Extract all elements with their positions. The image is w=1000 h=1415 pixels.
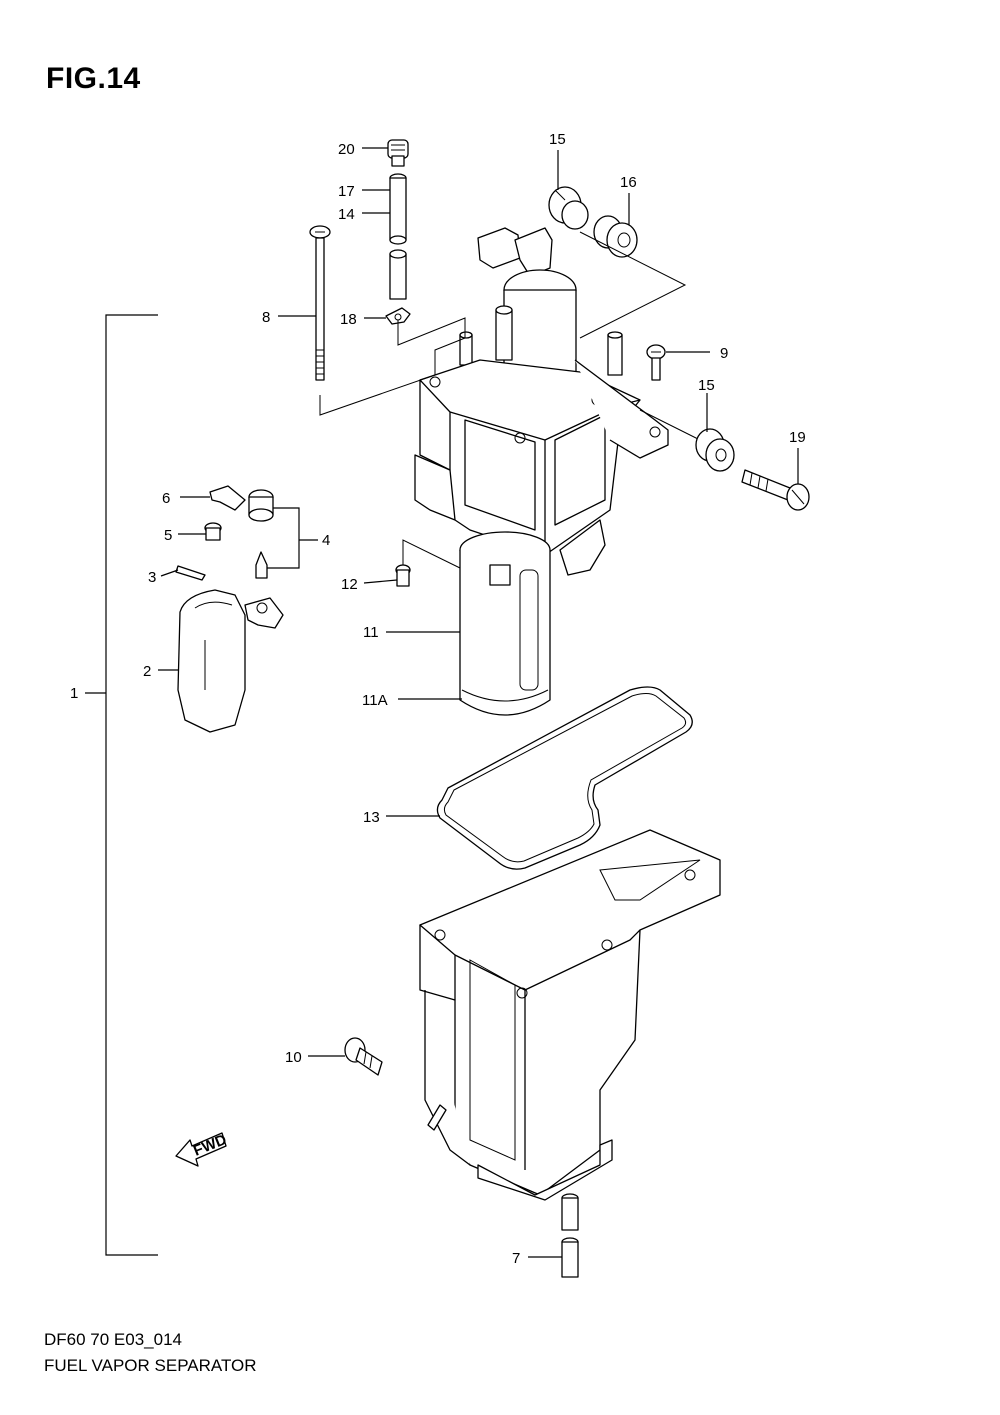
figure-code: DF60 70 E03_014 (44, 1330, 182, 1349)
part-5-screw-small[interactable] (204, 522, 222, 541)
callout-2: 2 (143, 663, 151, 680)
callout-6: 6 (162, 490, 170, 507)
part-4-needle-valve[interactable] (248, 489, 300, 579)
part-17-14-tube[interactable] (389, 173, 407, 300)
callout-labels: 20 17 14 15 16 8 18 9 15 19 6 5 4 3 12 1… (70, 131, 806, 1267)
part-19-bolt[interactable] (741, 469, 810, 511)
callout-16: 16 (620, 174, 637, 191)
part-7-dowel-pins[interactable] (561, 1193, 579, 1278)
callout-15-right: 15 (698, 377, 715, 394)
fwd-label: FWD (191, 1131, 229, 1160)
group-1-bracket (85, 314, 158, 1256)
callout-17: 17 (338, 183, 355, 200)
callout-14: 14 (338, 206, 355, 223)
part-12-screw[interactable] (395, 539, 461, 587)
callout-20: 20 (338, 141, 355, 158)
figure-title: FIG.14 (46, 62, 141, 95)
part-16-rubber[interactable] (593, 215, 638, 258)
part-9-screw[interactable] (646, 344, 710, 381)
callout-11a: 11A (362, 692, 388, 709)
callout-7: 7 (512, 1250, 520, 1267)
part-20-screw[interactable] (387, 139, 409, 167)
callout-4: 4 (322, 532, 330, 549)
callout-18: 18 (340, 311, 357, 328)
part-15-grommet-right[interactable] (695, 428, 735, 472)
callout-9: 9 (720, 345, 728, 362)
leader-lines (158, 147, 799, 1258)
callout-13: 13 (363, 809, 380, 826)
separator-upper-body[interactable] (319, 227, 701, 576)
part-15-grommet-top[interactable] (548, 186, 589, 230)
part-3-pin[interactable] (175, 565, 206, 581)
part-6-float-arm[interactable] (209, 485, 246, 511)
callout-1: 1 (70, 685, 78, 702)
figure-name: FUEL VAPOR SEPARATOR (44, 1356, 257, 1375)
part-8-long-bolt[interactable] (309, 225, 331, 381)
callout-19: 19 (789, 429, 806, 446)
callout-8: 8 (262, 309, 270, 326)
callout-12: 12 (341, 576, 358, 593)
part-11-fuel-pump[interactable] (459, 531, 551, 716)
callout-11: 11 (363, 624, 379, 641)
part-10-screw[interactable] (344, 1037, 383, 1076)
fwd-arrow-icon: FWD (175, 1131, 229, 1167)
callout-3: 3 (148, 569, 156, 586)
callout-5: 5 (164, 527, 172, 544)
part-2-float[interactable] (177, 589, 284, 733)
part-13-gasket[interactable] (436, 686, 693, 870)
callout-15-top: 15 (549, 131, 566, 148)
callout-10: 10 (285, 1049, 302, 1066)
separator-lower-case[interactable] (419, 829, 721, 1201)
